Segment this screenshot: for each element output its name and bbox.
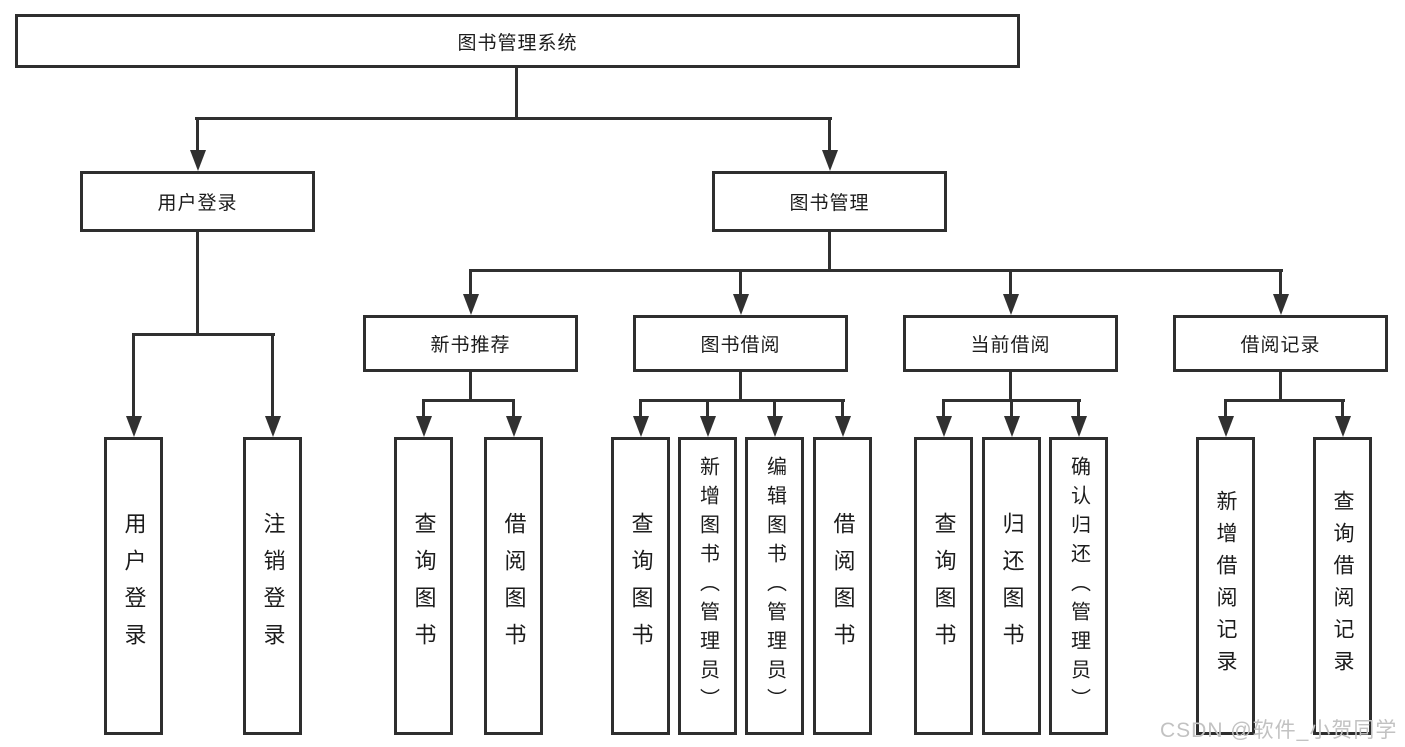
connector-line xyxy=(639,399,642,418)
connector-line xyxy=(639,399,845,402)
arrow-down-icon xyxy=(190,150,206,171)
connector-line xyxy=(1224,399,1227,418)
connector-line xyxy=(1010,399,1013,418)
connector-line xyxy=(706,399,709,418)
leaf-label: 新增借阅记录 xyxy=(1214,490,1237,682)
leaf-borrow-books-recommend: 借阅图书 xyxy=(484,437,543,735)
arrow-down-icon xyxy=(633,416,649,437)
leaf-return-books: 归还图书 xyxy=(982,437,1041,735)
arrow-down-icon xyxy=(416,416,432,437)
node-label: 借阅记录 xyxy=(1240,335,1321,356)
connector-line xyxy=(773,399,776,418)
arrow-down-icon xyxy=(936,416,952,437)
connector-line xyxy=(1279,372,1282,402)
leaf-label: 查询借阅记录 xyxy=(1331,490,1354,682)
node-label: 图书管理系统 xyxy=(457,32,578,54)
leaf-label: 借阅图书 xyxy=(501,512,527,660)
arrow-down-icon xyxy=(1003,294,1019,315)
node-label: 图书借阅 xyxy=(700,335,781,356)
leaf-logout: 注销登录 xyxy=(243,437,302,735)
connector-line xyxy=(196,232,199,335)
leaf-label: 借阅图书 xyxy=(830,512,856,660)
leaf-label: 用户登录 xyxy=(121,512,147,660)
connector-line xyxy=(515,67,518,119)
connector-line xyxy=(739,269,742,297)
connector-line xyxy=(739,372,742,402)
leaf-confirm-return-admin: 确认归还（管理员） xyxy=(1049,437,1108,735)
connector-line xyxy=(828,232,831,272)
leaf-label: 注销登录 xyxy=(260,512,286,660)
connector-line xyxy=(1224,399,1345,402)
arrow-down-icon xyxy=(1071,416,1087,437)
leaf-label: 查询图书 xyxy=(628,512,654,660)
node-label: 新书推荐 xyxy=(430,335,511,356)
leaf-query-books-borrowing: 查询图书 xyxy=(611,437,670,735)
leaf-borrow-books-borrowing: 借阅图书 xyxy=(813,437,872,735)
leaf-query-books-recommend: 查询图书 xyxy=(394,437,453,735)
arrow-down-icon xyxy=(1335,416,1351,437)
leaf-edit-books-admin: 编辑图书（管理员） xyxy=(745,437,804,735)
leaf-label: 查询图书 xyxy=(411,512,437,660)
connector-line xyxy=(1009,269,1012,297)
arrow-down-icon xyxy=(822,150,838,171)
arrow-down-icon xyxy=(700,416,716,437)
connector-line xyxy=(469,372,472,402)
connector-line xyxy=(422,399,515,402)
connector-line xyxy=(942,399,945,418)
arrow-down-icon xyxy=(1218,416,1234,437)
arrow-down-icon xyxy=(126,416,142,437)
arrow-down-icon xyxy=(1273,294,1289,315)
node-label: 用户登录 xyxy=(157,193,238,214)
leaf-query-borrow-record: 查询借阅记录 xyxy=(1313,437,1372,735)
connector-line xyxy=(1077,399,1080,418)
connector-line xyxy=(196,117,199,152)
connector-line xyxy=(1009,372,1012,402)
arrow-down-icon xyxy=(506,416,522,437)
arrow-down-icon xyxy=(733,294,749,315)
leaf-add-books-admin: 新增图书（管理员） xyxy=(678,437,737,735)
connector-line xyxy=(132,333,275,336)
arrow-down-icon xyxy=(1004,416,1020,437)
node-new-book-recommendation: 新书推荐 xyxy=(363,315,578,372)
node-label: 当前借阅 xyxy=(970,335,1051,356)
arrow-down-icon xyxy=(463,294,479,315)
connector-line xyxy=(469,269,1283,272)
connector-line xyxy=(512,399,515,418)
connector-line xyxy=(1341,399,1344,418)
connector-line xyxy=(195,117,832,120)
node-book-borrowing: 图书借阅 xyxy=(633,315,848,372)
leaf-label: 确认归还（管理员） xyxy=(1067,455,1090,717)
leaf-user-login: 用户登录 xyxy=(104,437,163,735)
leaf-label: 新增图书（管理员） xyxy=(696,455,719,717)
leaf-label: 编辑图书（管理员） xyxy=(763,455,786,717)
leaf-query-books-current: 查询图书 xyxy=(914,437,973,735)
watermark: CSDN @软件_小贺同学 xyxy=(1160,719,1398,742)
arrow-down-icon xyxy=(265,416,281,437)
arrow-down-icon xyxy=(835,416,851,437)
node-borrowing-records: 借阅记录 xyxy=(1173,315,1388,372)
connector-line xyxy=(1279,269,1282,297)
connector-line xyxy=(469,269,472,297)
connector-line xyxy=(271,333,274,418)
arrow-down-icon xyxy=(767,416,783,437)
node-library-management-system: 图书管理系统 xyxy=(15,14,1020,68)
node-current-borrowing: 当前借阅 xyxy=(903,315,1118,372)
connector-line xyxy=(828,117,831,152)
node-book-management: 图书管理 xyxy=(712,171,947,232)
leaf-label: 查询图书 xyxy=(931,512,957,660)
node-user-login: 用户登录 xyxy=(80,171,315,232)
connector-line xyxy=(841,399,844,418)
connector-line xyxy=(132,333,135,418)
leaf-add-borrow-record: 新增借阅记录 xyxy=(1196,437,1255,735)
leaf-label: 归还图书 xyxy=(999,512,1025,660)
connector-line xyxy=(422,399,425,418)
node-label: 图书管理 xyxy=(789,193,870,214)
